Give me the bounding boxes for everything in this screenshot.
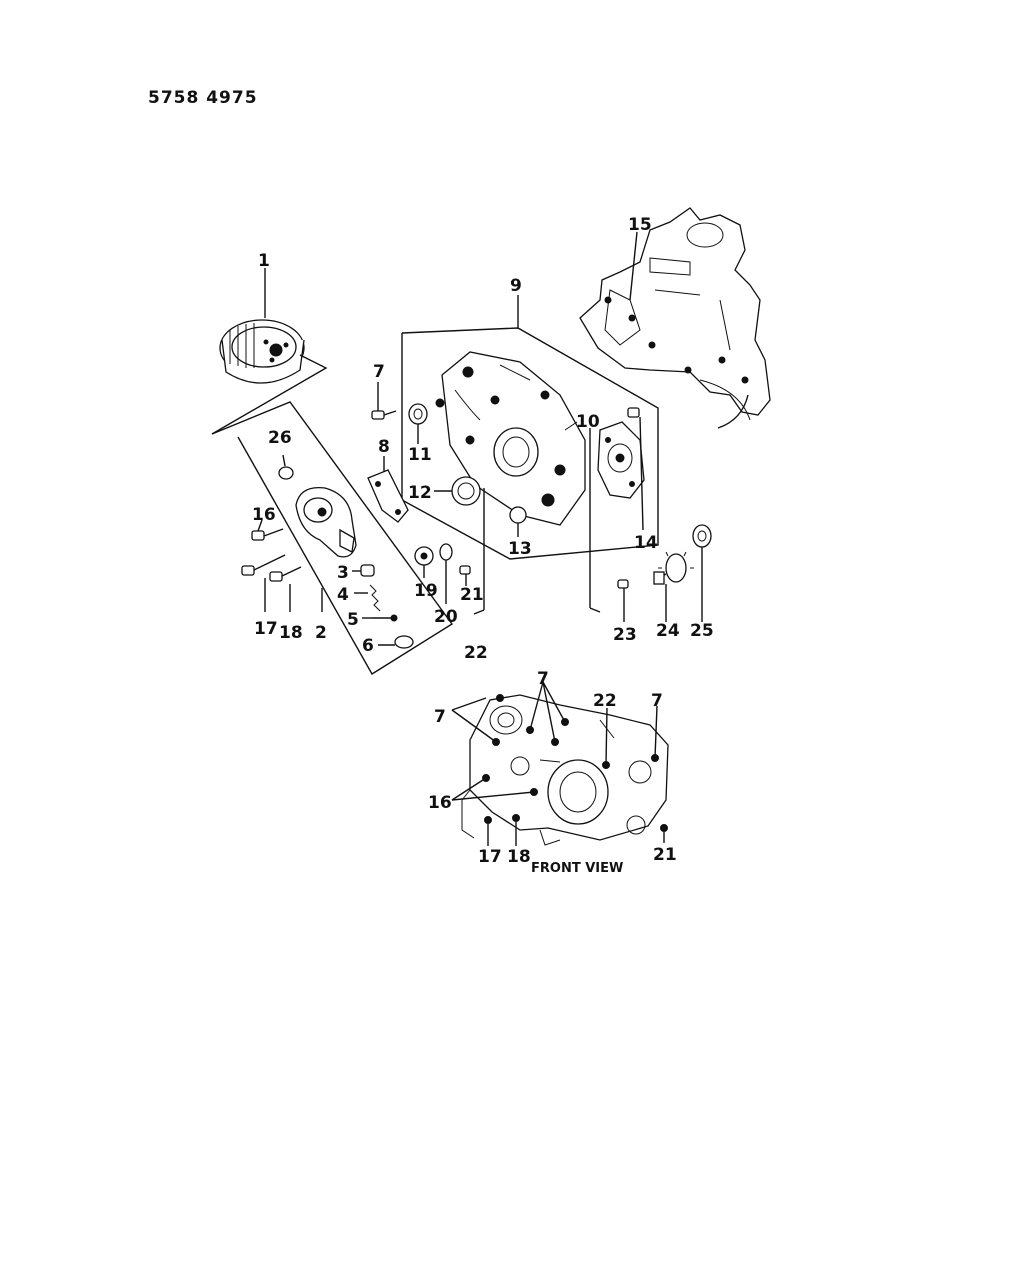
fv-callout-17: 17	[478, 847, 502, 867]
callout-20: 20	[434, 607, 458, 627]
drive-gear-illustration	[653, 551, 694, 585]
callout-18: 18	[279, 623, 303, 643]
callout-8: 8	[378, 437, 390, 457]
fv-callout-7-center: 7	[537, 669, 549, 689]
front-case-illustration	[441, 351, 586, 526]
fv-callout-22: 22	[593, 691, 617, 711]
fv-callout-21: 21	[653, 845, 677, 865]
fv-callout-7-left: 7	[434, 707, 446, 727]
oil-pump-cover-illustration	[597, 421, 645, 499]
callout-23: 23	[613, 625, 637, 645]
callout-4: 4	[337, 585, 349, 605]
callout-10: 10	[576, 412, 600, 432]
callout-16: 16	[252, 505, 276, 525]
plug-illustration	[278, 466, 294, 480]
callout-19: 19	[414, 581, 438, 601]
callout-5: 5	[347, 610, 359, 630]
fv-callout-16: 16	[428, 793, 452, 813]
callout-2: 2	[315, 623, 327, 643]
front-view-illustration	[461, 694, 669, 846]
callout-17: 17	[254, 619, 278, 639]
fv-callout-7-right: 7	[651, 691, 663, 711]
callout-7: 7	[373, 362, 385, 382]
front-view-callouts: 7 7 22 7 16 17 18 21 FRONT VIEW	[428, 669, 677, 876]
callout-22: 22	[464, 643, 488, 663]
diagram-code: 5758 4975	[148, 88, 258, 108]
callout-26: 26	[268, 428, 292, 448]
callout-13: 13	[508, 539, 532, 559]
callout-1: 1	[258, 251, 270, 271]
oil-filter-illustration	[219, 319, 305, 384]
sprocket-illustration	[692, 524, 712, 548]
callout-9: 9	[510, 276, 522, 296]
callout-14: 14	[634, 533, 658, 553]
callout-6: 6	[362, 636, 374, 656]
bolts-illustration	[241, 528, 302, 582]
callout-21: 21	[460, 585, 484, 605]
callout-3: 3	[337, 563, 349, 583]
callout-25: 25	[690, 621, 714, 641]
callout-15: 15	[628, 215, 652, 235]
callout-11: 11	[408, 445, 432, 465]
engine-block-illustration	[579, 207, 771, 429]
front-view-caption: FRONT VIEW	[531, 861, 623, 876]
fv-callout-18: 18	[507, 847, 531, 867]
callout-24: 24	[656, 621, 680, 641]
callout-12: 12	[408, 483, 432, 503]
oil-pump-illustration	[295, 486, 357, 558]
callout-labels: 1 2 3 4 5 6 7 8 9 10 11 12 13 14 15 16 1…	[252, 215, 714, 663]
